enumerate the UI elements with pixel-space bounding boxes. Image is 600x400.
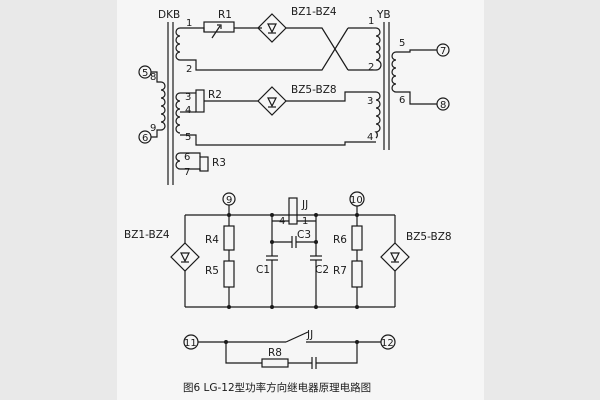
c2-label: C2 xyxy=(315,264,329,276)
r6-resistor xyxy=(351,225,363,251)
yb-label: YB xyxy=(376,9,391,21)
bz1-bz4-top-bridge xyxy=(257,13,287,43)
dkb-pin-7: 7 xyxy=(184,167,190,178)
dkb-pin-4: 4 xyxy=(185,105,191,116)
bz1-bz4-bottom-bridge xyxy=(170,242,200,272)
jj-coil xyxy=(288,197,298,225)
r7-label: R7 xyxy=(333,265,347,277)
yb-pin-2: 2 xyxy=(368,62,374,73)
terminal-11-label: 11 xyxy=(184,338,197,349)
dkb-pin-5: 5 xyxy=(185,132,191,143)
r5-label: R5 xyxy=(205,265,219,277)
r4-resistor xyxy=(223,225,235,251)
bz5-bz8-bottom-label: BZ5-BZ8 xyxy=(406,231,452,243)
terminal-9-label: 9 xyxy=(226,195,232,206)
c3-label: C3 xyxy=(297,229,311,241)
terminal-10-label: 10 xyxy=(350,195,363,206)
dkb-pin-8: 8 xyxy=(150,72,156,83)
bz1-bz4-top-label: BZ1-BZ4 xyxy=(291,6,337,18)
r8-resistor xyxy=(261,358,289,368)
yb-pin-4: 4 xyxy=(367,132,373,143)
figure-caption: 图6 LG-12型功率方向继电器原理电路图 xyxy=(183,381,371,394)
terminal-7-label: 7 xyxy=(440,46,446,57)
r1-label: R1 xyxy=(218,9,232,21)
terminal-12-label: 12 xyxy=(381,338,394,349)
terminal-6-label: 6 xyxy=(142,133,148,144)
jj-contact xyxy=(285,331,309,343)
yb-transformer xyxy=(374,22,397,150)
dkb-pin-6: 6 xyxy=(184,152,190,163)
dkb-pin-9: 9 xyxy=(150,123,156,134)
yb-pin-6: 6 xyxy=(399,95,405,106)
dkb-label: DKB xyxy=(158,9,180,21)
dkb-pin-1: 1 xyxy=(186,18,192,29)
terminal-8 xyxy=(436,97,450,111)
r1-resistor xyxy=(203,21,235,33)
yb-pin-3: 3 xyxy=(367,96,373,107)
diagram-paper xyxy=(117,0,484,400)
r5-resistor xyxy=(223,260,235,288)
jj-coil-label: JJ xyxy=(301,199,308,211)
terminal-5-label: 5 xyxy=(142,68,148,79)
r2-resistor xyxy=(195,89,205,113)
jj-contact-label: JJ xyxy=(306,329,313,341)
yb-pin-1: 1 xyxy=(368,16,374,27)
bz1-bz4-bottom-label: BZ1-BZ4 xyxy=(124,229,170,241)
bz5-bz8-top-bridge xyxy=(257,86,287,116)
r2-label: R2 xyxy=(208,89,222,101)
c1-label: C1 xyxy=(256,264,270,276)
r6-label: R6 xyxy=(333,234,347,246)
dkb-pin-3: 3 xyxy=(185,92,191,103)
r4-label: R4 xyxy=(205,234,219,246)
terminal-7 xyxy=(436,43,450,57)
bz5-bz8-top-label: BZ5-BZ8 xyxy=(291,84,337,96)
terminal-8-label: 8 xyxy=(440,100,446,111)
r3-label: R3 xyxy=(212,157,226,169)
bz5-bz8-bottom-bridge xyxy=(380,242,410,272)
r8-label: R8 xyxy=(268,347,282,359)
yb-pin-5: 5 xyxy=(399,38,405,49)
r3-resistor xyxy=(199,156,209,172)
r7-resistor xyxy=(351,260,363,288)
dkb-transformer xyxy=(160,22,181,185)
dkb-pin-2: 2 xyxy=(186,64,192,75)
